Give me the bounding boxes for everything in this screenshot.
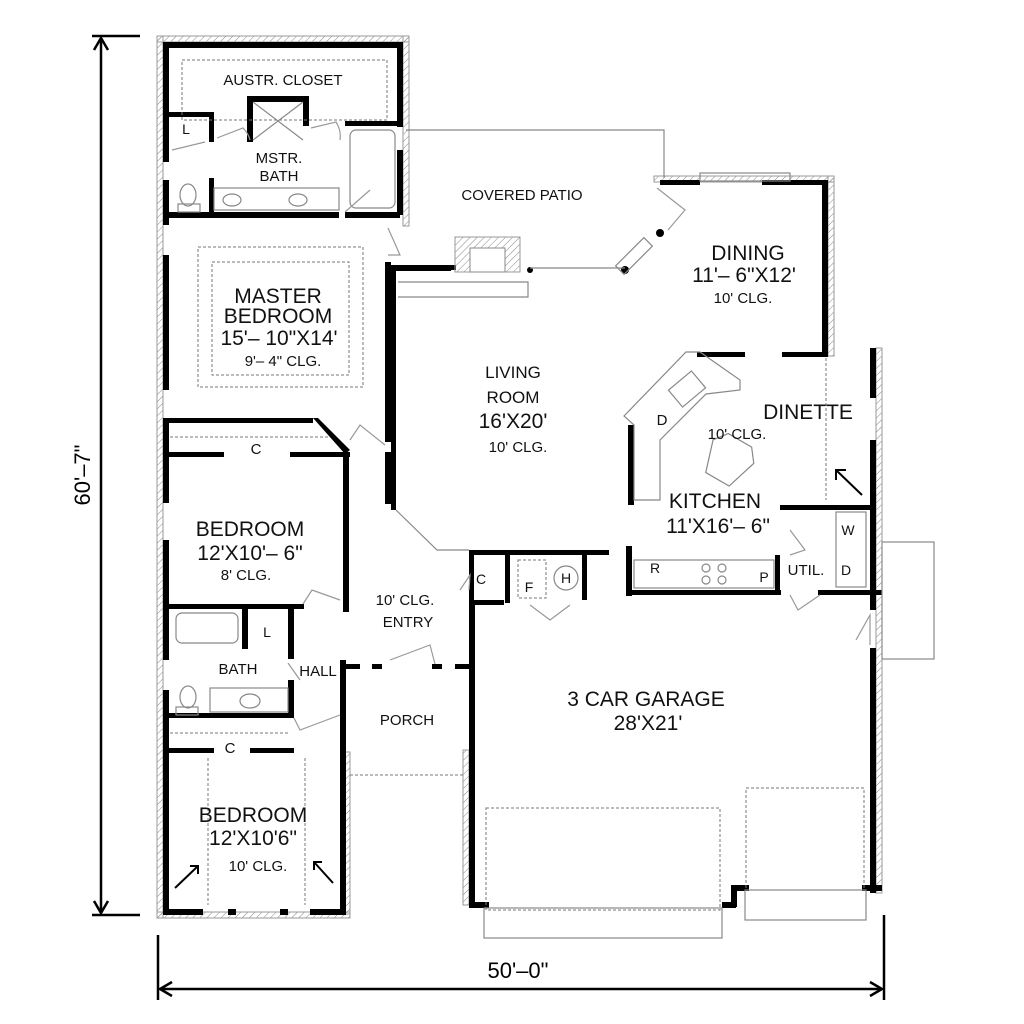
entry-label: ENTRY bbox=[383, 614, 434, 631]
master-bedroom-size: 15'– 10"X14' bbox=[220, 327, 337, 350]
hall-label: HALL bbox=[299, 663, 337, 680]
austr-closet-label: AUSTR. CLOSET bbox=[223, 72, 342, 89]
door-swings bbox=[171, 121, 871, 731]
walls bbox=[163, 42, 882, 915]
covered-patio-label: COVERED PATIO bbox=[461, 187, 582, 204]
bedroom3-closet-label: C bbox=[225, 740, 236, 757]
entry-closet-label: C bbox=[476, 571, 486, 587]
depth-dimension: 60'–7" bbox=[70, 34, 140, 917]
width-dimension: 50'–0" bbox=[156, 915, 886, 1000]
refrigerator-label: R bbox=[650, 560, 660, 576]
kitchen-label: KITCHEN bbox=[669, 490, 761, 513]
bedroom2-ceiling: 8' CLG. bbox=[221, 567, 271, 584]
room-labels: AUSTR. CLOSET L MSTR. BATH MASTER BEDROO… bbox=[182, 72, 855, 875]
utility-label: UTIL. bbox=[788, 562, 825, 579]
living-room-size: 16'X20' bbox=[479, 410, 548, 433]
master-bedroom-label-1: MASTER bbox=[234, 285, 322, 308]
dryer-label: D bbox=[841, 562, 851, 578]
bedroom3-size: 12'X10'6" bbox=[209, 827, 297, 850]
bath-label: BATH bbox=[219, 661, 258, 678]
garage-label: 3 CAR GARAGE bbox=[567, 688, 725, 711]
dining-ceiling: 10' CLG. bbox=[714, 290, 773, 307]
washer-label: W bbox=[841, 522, 855, 538]
dining-label: DINING bbox=[711, 242, 785, 265]
entry-ceiling: 10' CLG. bbox=[376, 592, 435, 609]
master-bedroom-label-2: BEDROOM bbox=[224, 305, 333, 328]
mstr-bath-label-2: BATH bbox=[260, 168, 299, 185]
bedroom3-ceiling: 10' CLG. bbox=[229, 858, 288, 875]
living-room-label-2: ROOM bbox=[487, 388, 540, 407]
kitchen-size: 11'X16'– 6" bbox=[666, 515, 770, 538]
bath-linen-label: L bbox=[263, 624, 271, 640]
bedroom2-label: BEDROOM bbox=[196, 518, 305, 541]
garage-size: 28'X21' bbox=[614, 712, 683, 735]
furnace-label: F bbox=[525, 579, 534, 595]
width-dimension-label: 50'–0" bbox=[488, 958, 549, 983]
bedroom2-closet-label: C bbox=[251, 441, 262, 458]
depth-dimension-label: 60'–7" bbox=[70, 445, 95, 506]
dinette-label: DINETTE bbox=[763, 401, 853, 424]
bedroom2-size: 12'X10'– 6" bbox=[197, 542, 302, 565]
fixtures bbox=[170, 59, 935, 939]
master-bedroom-ceiling: 9'– 4" CLG. bbox=[245, 353, 322, 370]
mstr-bath-linen-label: L bbox=[182, 121, 190, 137]
exterior-wall-hatch bbox=[156, 35, 883, 919]
dishwasher-label: D bbox=[657, 412, 668, 429]
water-heater-label: H bbox=[561, 570, 571, 586]
mstr-bath-label-1: MSTR. bbox=[256, 150, 303, 167]
pantry-label: P bbox=[759, 569, 768, 585]
living-room-ceiling: 10' CLG. bbox=[489, 439, 548, 456]
dinette-ceiling: 10' CLG. bbox=[708, 426, 767, 443]
dining-size: 11'– 6"X12' bbox=[692, 264, 796, 287]
bedroom3-label: BEDROOM bbox=[199, 804, 308, 827]
living-room-label-1: LIVING bbox=[485, 363, 541, 382]
porch-label: PORCH bbox=[380, 712, 434, 729]
